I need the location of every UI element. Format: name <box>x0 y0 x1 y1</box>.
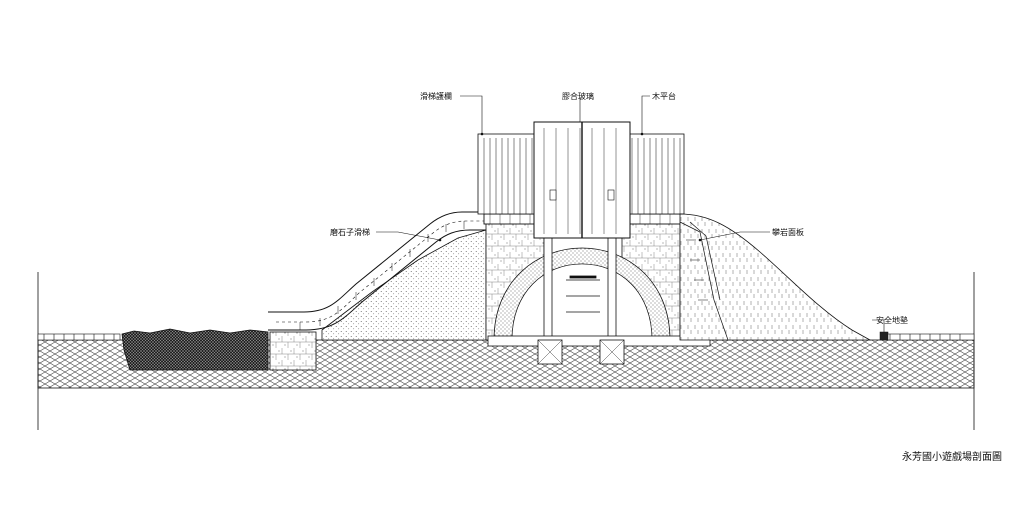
climbing-holds <box>686 239 708 301</box>
platform-railing <box>477 133 685 215</box>
sand-pit <box>121 328 269 371</box>
glass-panel <box>533 121 631 239</box>
label-climbing-panel: 攀岩面板 <box>772 227 804 237</box>
deck-joists <box>489 214 671 224</box>
safety-mat <box>879 331 889 341</box>
leader-lines <box>376 95 885 332</box>
label-safety-mat: 安全地墊 <box>876 315 908 325</box>
label-laminated-glass: 膠合玻璃 <box>562 91 594 101</box>
column-footings <box>487 335 711 365</box>
terrazzo-slide <box>268 211 486 331</box>
slide-footing <box>269 331 317 371</box>
drawing-title: 永芳國小遊戲場剖面圖 <box>902 450 1002 463</box>
slide-mound <box>321 229 487 341</box>
label-slide-rail: 滑梯護欄 <box>420 91 452 101</box>
label-wood-platform: 木平台 <box>652 91 676 101</box>
climbing-panel <box>679 221 729 341</box>
climbing-mound <box>679 213 872 341</box>
label-terrazzo-slide: 磨石子滑梯 <box>330 227 370 237</box>
leader-dots <box>438 132 702 242</box>
